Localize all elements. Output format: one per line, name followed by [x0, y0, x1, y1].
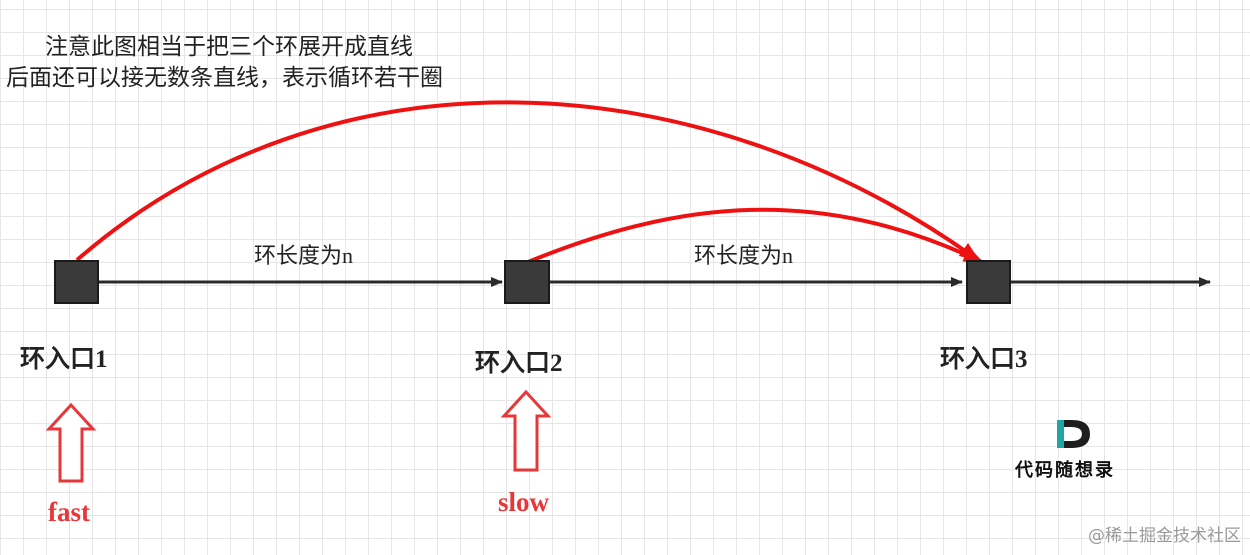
slow-up-arrow-icon: [500, 389, 552, 472]
slow-pointer-label: slow: [498, 487, 550, 517]
brand-text: 代码随想录: [1015, 460, 1115, 481]
node-label-entry-3: 环入口3: [940, 346, 1028, 373]
node-entry-1: [54, 260, 99, 304]
note-line-1: 注意此图相当于把三个环展开成直线: [45, 34, 413, 59]
node-entry-3: [966, 260, 1011, 304]
fast-pointer-label: fast: [48, 497, 90, 527]
slow-arc: [527, 207, 984, 264]
brand-logo-icon: [1057, 420, 1090, 448]
fast-arc: [75, 100, 980, 262]
note-line-2: 后面还可以接无数条直线，表示循环若干圈: [6, 65, 443, 90]
fast-up-arrow-icon: [45, 402, 97, 483]
node-entry-2: [504, 260, 550, 304]
node-label-entry-1: 环入口1: [20, 346, 108, 373]
watermark: @稀土掘金技术社区: [1088, 526, 1241, 546]
edge-label-2-3: 环长度为n: [694, 243, 794, 268]
edge-label-1-2: 环长度为n: [254, 243, 354, 268]
node-label-entry-2: 环入口2: [475, 350, 563, 377]
